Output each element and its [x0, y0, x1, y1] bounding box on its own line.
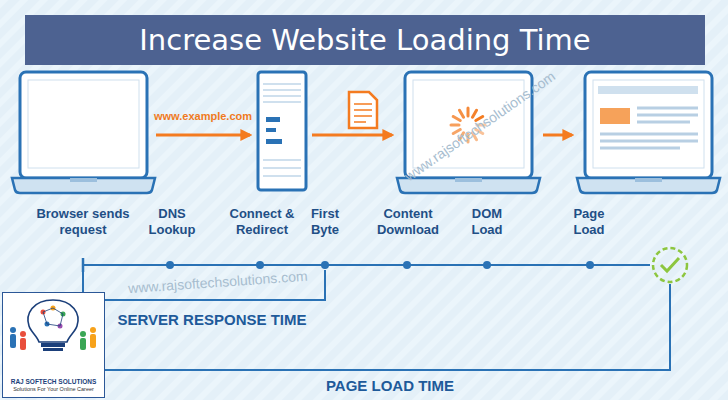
page-span-bracket — [83, 284, 670, 370]
step-label: DOM Load — [464, 206, 510, 238]
title-text: Increase Website Loading Time — [139, 23, 590, 57]
laptop-page — [577, 72, 720, 193]
step-label: Browser sends request — [28, 206, 138, 238]
spinner-dash — [467, 108, 470, 116]
step-label: Page Load — [566, 206, 612, 238]
timeline — [83, 258, 650, 272]
done-check — [653, 248, 687, 282]
response-arrow — [312, 134, 392, 137]
request-arrow — [156, 134, 250, 137]
span-label: SERVER RESPONSE TIME — [118, 311, 307, 328]
server-tower — [258, 72, 306, 190]
spinner-dash — [460, 110, 464, 117]
brand-tagline: Solutions For Your Online Career — [13, 386, 94, 393]
document-icon — [349, 92, 377, 128]
spinner-dash — [451, 124, 459, 127]
page-content — [598, 86, 698, 148]
laptop-browser — [12, 72, 155, 193]
step-label: Connect & Redirect — [221, 206, 303, 238]
url-label: www.example.com — [154, 110, 252, 122]
spinner-dash — [473, 110, 477, 117]
spinner-dash — [453, 117, 460, 121]
logo-icon — [3, 294, 104, 358]
render-arrow — [543, 134, 572, 137]
step-label: Content Download — [372, 206, 444, 238]
step-label: DNS Lookup — [143, 206, 201, 238]
span-label: PAGE LOAD TIME — [326, 377, 454, 394]
title-banner: Increase Website Loading Time — [25, 15, 705, 65]
step-label: First Byte — [302, 206, 348, 238]
brand-name: RAJ SOFTECH SOLUTIONS — [11, 378, 97, 386]
